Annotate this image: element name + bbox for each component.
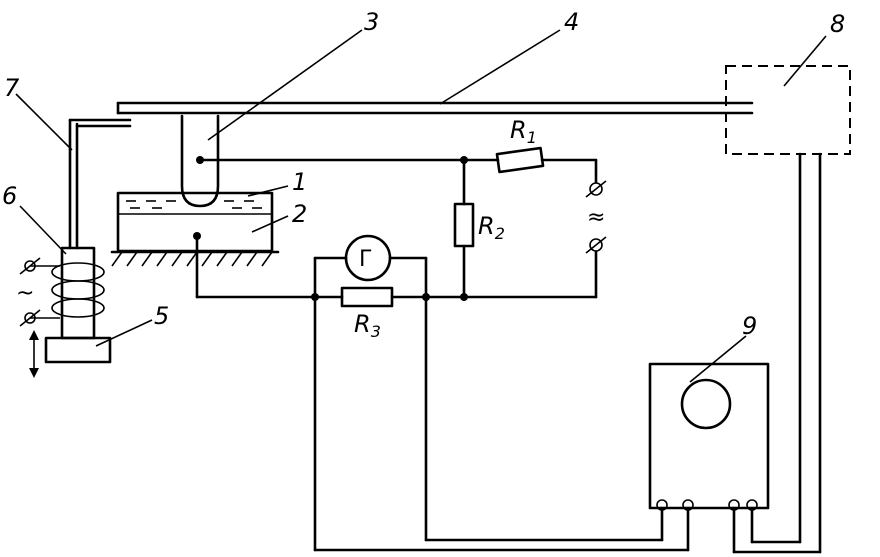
label-2: 2 bbox=[292, 200, 307, 228]
ground-hatching bbox=[110, 250, 280, 267]
label-r3: R3 bbox=[354, 310, 381, 341]
label-7: 7 bbox=[4, 74, 20, 102]
coil-ac-symbol: ~ bbox=[16, 281, 34, 306]
resistor-r3 bbox=[340, 286, 394, 308]
label-r2: R2 bbox=[478, 212, 505, 243]
label-9: 9 bbox=[742, 312, 757, 340]
label-r1: R1 bbox=[510, 116, 537, 147]
source-approx-symbol: ≈ bbox=[587, 205, 605, 230]
junction-dots bbox=[193, 156, 468, 301]
label-8: 8 bbox=[830, 10, 845, 38]
horizontal-rod bbox=[116, 101, 754, 115]
liquid-vessel bbox=[116, 191, 274, 253]
resistor-r2 bbox=[453, 202, 475, 248]
label-4: 4 bbox=[564, 8, 579, 36]
motion-arrow bbox=[29, 330, 39, 378]
galvanometer bbox=[344, 234, 392, 282]
leader-lines bbox=[15, 29, 827, 383]
label-1: 1 bbox=[292, 168, 307, 196]
galvanometer-symbol: Г bbox=[359, 247, 372, 272]
circuit-wires bbox=[195, 152, 822, 554]
recorder-block bbox=[725, 65, 851, 155]
ac-source bbox=[585, 180, 607, 254]
resistor-r1 bbox=[495, 146, 545, 174]
vertical-arm bbox=[68, 118, 132, 250]
label-3: 3 bbox=[364, 8, 379, 36]
coil-base bbox=[44, 336, 112, 364]
label-6: 6 bbox=[2, 182, 17, 210]
oscilloscope bbox=[648, 362, 770, 511]
label-5: 5 bbox=[154, 302, 169, 330]
